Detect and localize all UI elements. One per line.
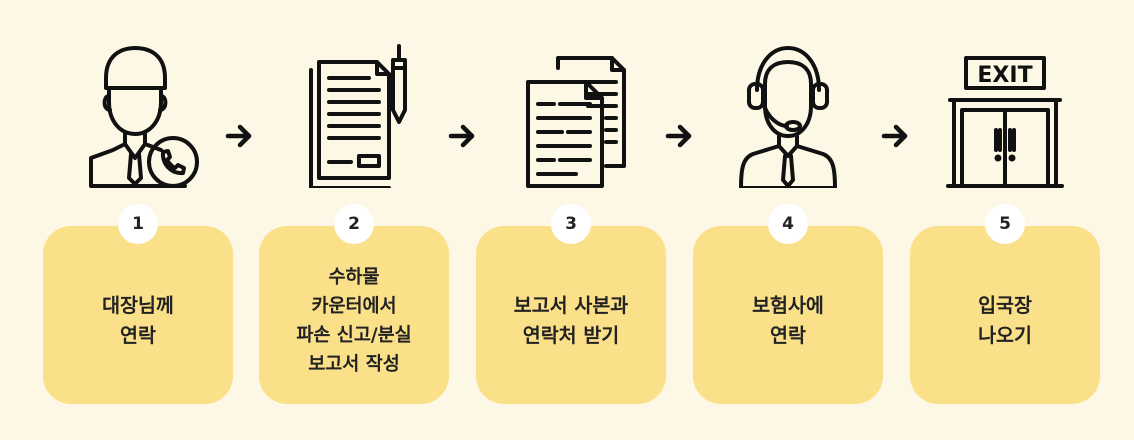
document-copy-icon xyxy=(506,38,636,188)
arrow-right-icon xyxy=(880,121,910,151)
arrow-right-icon xyxy=(664,121,694,151)
step-1-card: 대장님께 연락 xyxy=(43,226,233,404)
step-5-badge: 5 xyxy=(985,204,1025,244)
step-1-badge: 1 xyxy=(118,204,158,244)
step-4-label: 보험사에 연락 xyxy=(752,294,824,347)
step-3-card: 보고서 사본과 연락처 받기 xyxy=(476,226,666,404)
step-2-label: 수하물 카운터에서 파손 신고/분실 보고서 작성 xyxy=(296,267,412,375)
arrow-right-icon xyxy=(224,121,254,151)
headset-agent-icon xyxy=(723,38,853,188)
pilot-phone-icon xyxy=(73,38,203,188)
step-1-label: 대장님께 연락 xyxy=(102,294,174,347)
step-4-badge: 4 xyxy=(768,204,808,244)
step-1: 대장님께 연락 1 xyxy=(43,0,233,440)
arrow-right-icon xyxy=(447,121,477,151)
step-3-badge: 3 xyxy=(551,204,591,244)
step-4-card: 보험사에 연락 xyxy=(693,226,883,404)
step-3-label: 보고서 사본과 연락처 받기 xyxy=(513,294,629,347)
exit-sign-text: EXIT xyxy=(977,63,1032,88)
step-5: EXIT 입국장 나오기 5 xyxy=(910,0,1100,440)
document-pen-icon xyxy=(289,38,419,188)
step-3: 보고서 사본과 연락처 받기 3 xyxy=(476,0,666,440)
step-2-card: 수하물 카운터에서 파손 신고/분실 보고서 작성 xyxy=(259,226,449,404)
step-2-badge: 2 xyxy=(334,204,374,244)
step-4: 보험사에 연락 4 xyxy=(693,0,883,440)
exit-door-icon: EXIT xyxy=(940,38,1070,188)
step-5-label: 입국장 나오기 xyxy=(978,294,1032,347)
step-5-card: 입국장 나오기 xyxy=(910,226,1100,404)
step-2: 수하물 카운터에서 파손 신고/분실 보고서 작성 2 xyxy=(259,0,449,440)
